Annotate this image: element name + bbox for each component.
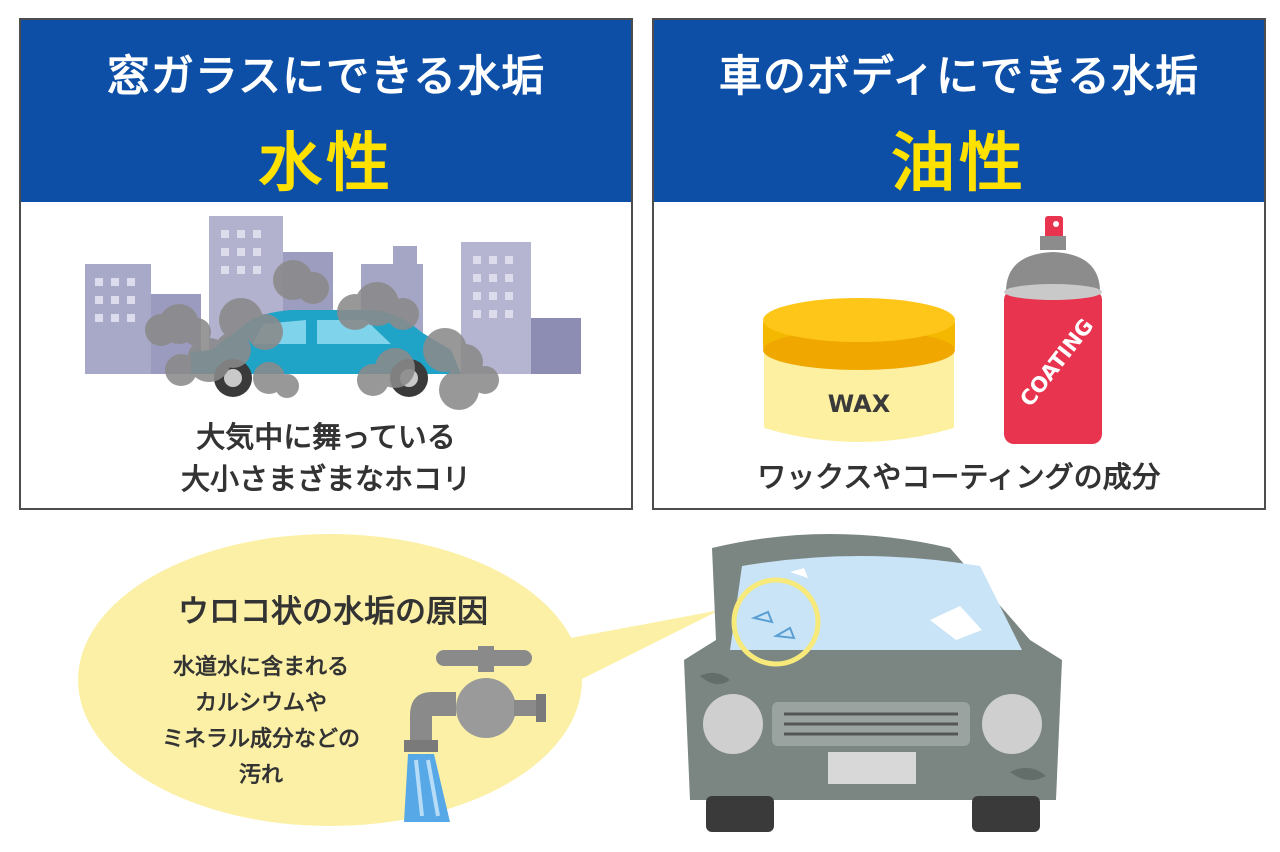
faucet bbox=[404, 646, 546, 752]
bubble-title: ウロコ状の水垢の原因 bbox=[178, 594, 488, 630]
bubble-line: 汚れ bbox=[238, 763, 283, 788]
panel-title: 車のボディにできる水垢 bbox=[718, 52, 1200, 102]
caption-line: 大小さまざまなホコリ bbox=[180, 462, 471, 496]
panel-header: 車のボディにできる水垢 油性 bbox=[654, 20, 1264, 202]
panel-type-label: 油性 bbox=[891, 127, 1027, 201]
water-based-panel: 窓ガラスにできる水垢 水性 bbox=[19, 18, 633, 510]
bubble-line: カルシウムや bbox=[194, 691, 327, 716]
water-stream bbox=[404, 754, 450, 822]
smog-clouds bbox=[145, 260, 499, 410]
panel-type-label: 水性 bbox=[258, 127, 394, 201]
gray-car bbox=[684, 534, 1062, 832]
caption-line: 大気中に舞っている bbox=[196, 420, 456, 454]
panel-caption: 大気中に舞っている 大小さまざまなホコリ bbox=[21, 416, 631, 500]
panel-title: 窓ガラスにできる水垢 bbox=[106, 52, 546, 102]
coating-spray-can: COATING bbox=[1004, 216, 1102, 444]
wax-tin: WAX bbox=[763, 298, 955, 442]
oil-based-panel: 車のボディにできる水垢 油性 WAX COATING ワックスやコーティングの成… bbox=[652, 18, 1266, 510]
building-windows bbox=[95, 230, 513, 322]
bubble-line: ミネラル成分などの bbox=[161, 727, 360, 752]
panel-caption: ワックスやコーティングの成分 bbox=[757, 460, 1161, 494]
wax-coating-illustration: WAX COATING bbox=[763, 216, 1102, 444]
bubble-line: 水道水に含まれる bbox=[172, 655, 349, 680]
speech-bubble bbox=[78, 534, 720, 826]
bubble-body: 水道水に含まれる カルシウムや ミネラル成分などの 汚れ bbox=[136, 650, 386, 794]
wax-label: WAX bbox=[828, 390, 891, 418]
city-smog-illustration bbox=[85, 216, 581, 410]
panel-header: 窓ガラスにできる水垢 水性 bbox=[21, 20, 631, 202]
